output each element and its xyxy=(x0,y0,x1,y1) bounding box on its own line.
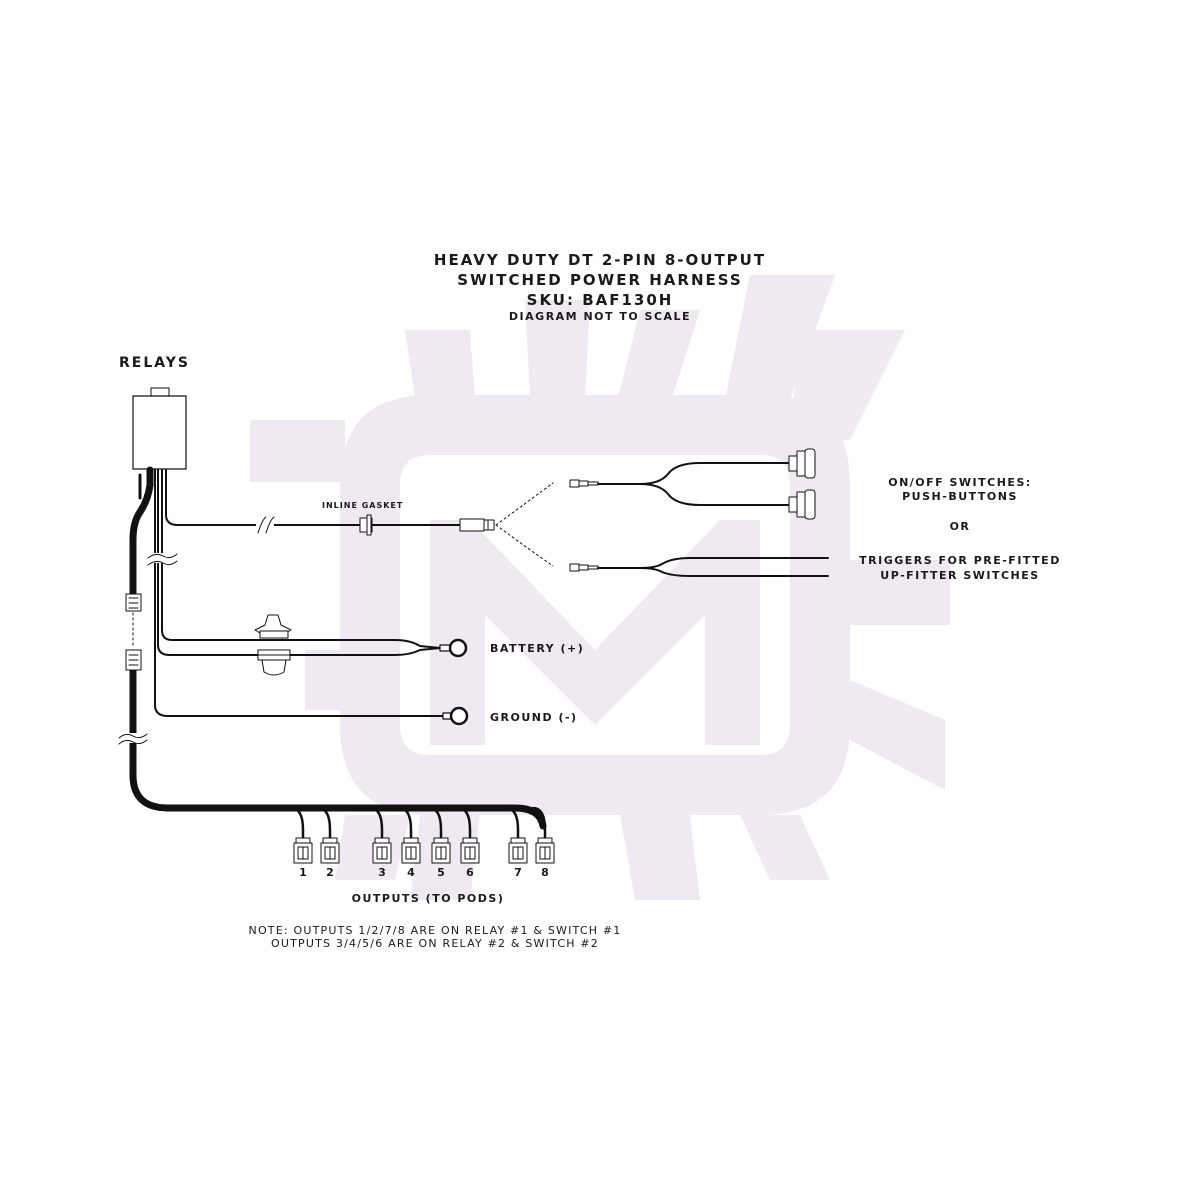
output-connector-3 xyxy=(372,837,392,864)
output-wire-6 xyxy=(456,806,472,840)
inline-connector xyxy=(459,482,554,567)
trunk-break xyxy=(118,733,148,745)
title-line-3: SKU: BAF130H xyxy=(526,291,674,309)
battery-wire-1 xyxy=(161,469,441,649)
output-wire-2 xyxy=(316,806,332,840)
trunk-connector xyxy=(125,593,142,671)
fuse-holder xyxy=(252,614,296,676)
title-line-2: SWITCHED POWER HARNESS xyxy=(457,271,743,289)
output-number-5: 5 xyxy=(437,866,445,879)
triggers-label-2: UP-FITTER SWITCHES xyxy=(880,569,1040,582)
inline-gasket xyxy=(359,514,373,536)
output-number-8: 8 xyxy=(541,866,549,879)
output-number-4: 4 xyxy=(407,866,415,879)
main-trunk-upper xyxy=(129,466,154,599)
pushbutton-pigtail xyxy=(569,462,791,506)
ground-wire xyxy=(154,469,446,717)
relay-box xyxy=(132,387,187,470)
output-wire-4 xyxy=(397,806,413,840)
or-label: OR xyxy=(949,520,971,533)
output-connector-1 xyxy=(293,837,313,864)
push-button-switch-1 xyxy=(788,448,816,479)
output-number-1: 1 xyxy=(299,866,307,879)
ground-label: GROUND (-) xyxy=(490,711,578,724)
output-number-7: 7 xyxy=(514,866,522,879)
output-connector-6 xyxy=(460,837,480,864)
output-number-2: 2 xyxy=(326,866,334,879)
triggers-label-1: TRIGGERS FOR PRE-FITTED xyxy=(859,554,1061,567)
battery-ring-terminal xyxy=(439,638,468,658)
outputs-label: OUTPUTS (TO PODS) xyxy=(351,892,505,905)
output-wire-7 xyxy=(504,806,520,840)
output-number-6: 6 xyxy=(466,866,474,879)
output-wire-8 xyxy=(531,806,547,840)
push-button-switch-2 xyxy=(788,489,816,520)
switch-wire xyxy=(165,469,461,526)
output-connector-7 xyxy=(508,837,528,864)
title-line-1: HEAVY DUTY DT 2-PIN 8-OUTPUT xyxy=(433,251,767,269)
output-connector-5 xyxy=(431,837,451,864)
output-wire-1 xyxy=(289,806,305,840)
output-wire-3 xyxy=(368,806,384,840)
relays-label: RELAYS xyxy=(119,355,190,371)
battery-wire-2 xyxy=(157,469,441,656)
ground-ring-terminal xyxy=(442,706,469,726)
output-connector-8 xyxy=(535,837,555,864)
title-line-4: DIAGRAM NOT TO SCALE xyxy=(508,310,692,323)
inline-gasket-label: INLINE GASKET xyxy=(322,501,404,510)
switches-label-1: ON/OFF SWITCHES: xyxy=(888,476,1032,489)
output-wire-5 xyxy=(427,806,443,840)
note-line-1: NOTE: OUTPUTS 1/2/7/8 ARE ON RELAY #1 & … xyxy=(248,924,622,937)
battery-label: BATTERY (+) xyxy=(490,642,585,655)
output-connector-4 xyxy=(401,837,421,864)
switches-label-2: PUSH-BUTTONS xyxy=(902,490,1018,503)
main-trunk-lower xyxy=(129,664,547,830)
trigger-pigtail xyxy=(569,557,829,577)
output-connector-2 xyxy=(320,837,340,864)
note-line-2: OUTPUTS 3/4/5/6 ARE ON RELAY #2 & SWITCH… xyxy=(270,937,599,950)
output-number-3: 3 xyxy=(378,866,386,879)
